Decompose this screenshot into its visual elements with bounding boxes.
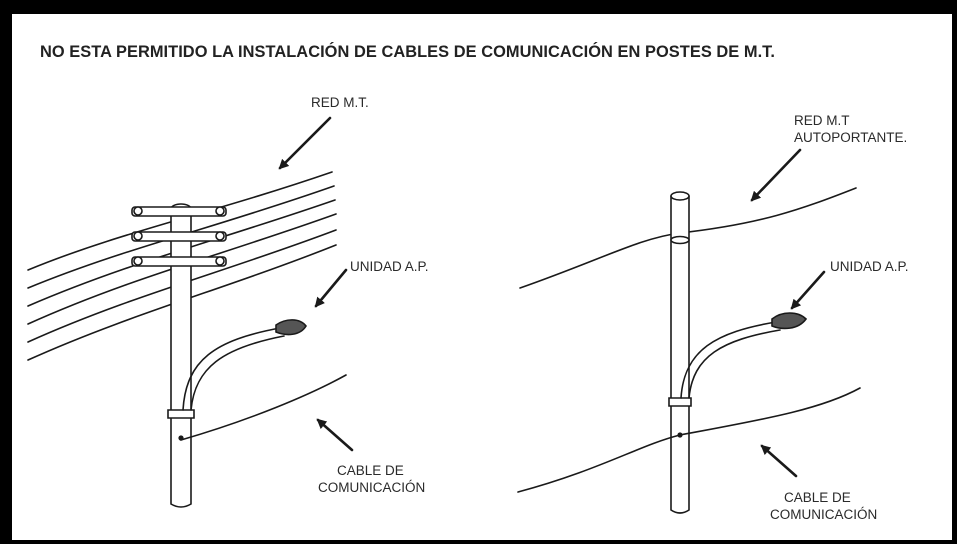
left-red-mt-label: RED M.T. xyxy=(311,95,369,110)
left-lamp-bracket xyxy=(182,327,281,411)
right-lamp-bracket xyxy=(680,321,777,399)
left-crossarm xyxy=(131,206,227,217)
right-lamp-bracket xyxy=(688,329,781,399)
left-crossarm xyxy=(131,231,227,242)
right-unidad-ap-label: UNIDAD A.P. xyxy=(830,259,909,274)
left-comm-cable xyxy=(180,374,347,441)
left-pole xyxy=(167,203,195,508)
left-unidad-ap-label: UNIDAD A.P. xyxy=(350,259,429,274)
right-red-arrow xyxy=(750,148,802,202)
left-cable-label-line1: CABLE DE xyxy=(337,463,404,478)
left-red-arrow xyxy=(278,116,332,170)
right-red-mt-label-line1: RED M.T xyxy=(794,113,850,128)
left-lamp-bracket xyxy=(190,335,285,411)
left-cable-label-line2: COMUNICACIÓN xyxy=(318,480,426,495)
left-cable-arrow xyxy=(316,418,354,452)
right-cable-label-line2: COMUNICACIÓN xyxy=(770,507,878,522)
left-diagram xyxy=(27,116,354,508)
right-cable-arrow xyxy=(760,444,798,478)
right-lamp-head xyxy=(771,312,808,330)
right-red-mt-label-line2: AUTOPORTANTE. xyxy=(794,130,908,145)
left-crossarm xyxy=(131,256,227,267)
right-cable-label-line1: CABLE DE xyxy=(784,490,851,505)
right-diagram xyxy=(517,148,861,514)
left-lamp-head xyxy=(275,319,307,336)
diagram-title: NO ESTA PERMITIDO LA INSTALACIÓN DE CABL… xyxy=(40,43,776,61)
diagram-panel xyxy=(12,14,952,540)
right-unidad-arrow xyxy=(790,270,826,310)
left-mt-conductor xyxy=(27,171,333,271)
right-pole xyxy=(668,191,692,514)
left-unidad-arrow xyxy=(314,268,348,308)
